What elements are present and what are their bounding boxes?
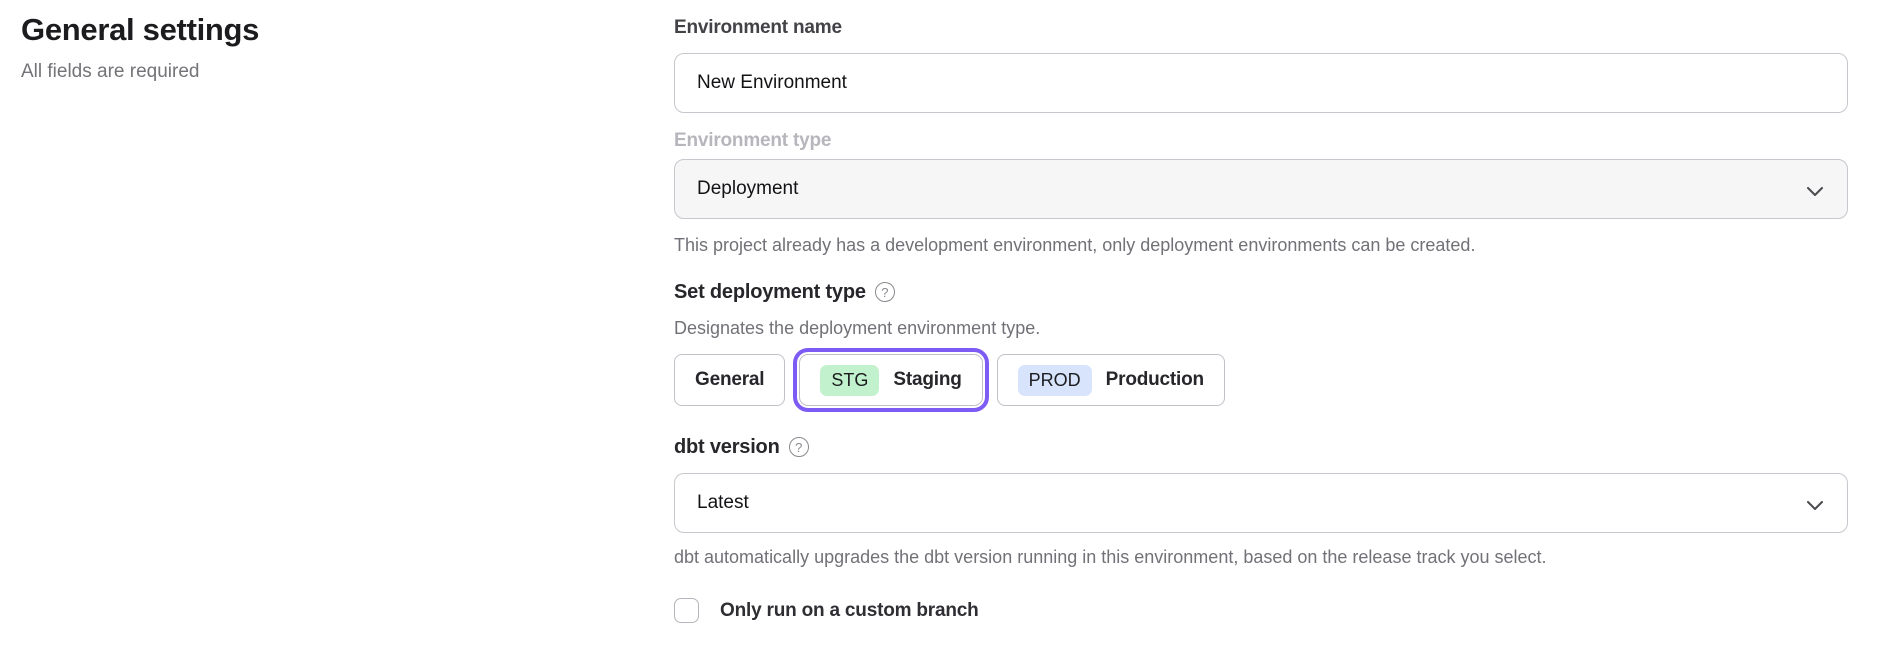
environment-type-value: Deployment xyxy=(697,178,799,199)
custom-branch-label[interactable]: Only run on a custom branch xyxy=(720,599,979,621)
dbt-version-helper: dbt automatically upgrades the dbt versi… xyxy=(674,547,1547,567)
deployment-type-heading-text: Set deployment type xyxy=(674,281,866,303)
environment-type-helper: This project already has a development e… xyxy=(674,235,1476,255)
deployment-type-production-label: Production xyxy=(1105,369,1204,390)
staging-badge: STG xyxy=(820,364,880,396)
deployment-type-staging-label: Staging xyxy=(893,369,962,390)
environment-name-input[interactable] xyxy=(674,53,1848,113)
help-icon[interactable]: ? xyxy=(788,437,809,457)
section-intro: General settings All fields are required xyxy=(0,0,674,623)
deployment-type-staging-button[interactable]: STG Staging xyxy=(793,348,989,412)
environment-name-label: Environment name xyxy=(674,17,842,38)
chevron-down-icon xyxy=(1807,498,1823,516)
dbt-version-heading: dbt version ? xyxy=(674,434,1848,460)
deployment-type-general-button[interactable]: General xyxy=(674,354,786,406)
help-icon[interactable]: ? xyxy=(874,282,895,302)
deployment-type-options: General STG Staging PROD Production xyxy=(674,348,1848,412)
environment-type-label: Environment type xyxy=(674,130,832,151)
page-title: General settings xyxy=(21,12,260,47)
page-subtitle: All fields are required xyxy=(21,61,200,82)
deployment-type-production-button[interactable]: PROD Production xyxy=(996,354,1225,406)
deployment-type-general-label: General xyxy=(695,369,765,390)
deployment-type-helper: Designates the deployment environment ty… xyxy=(674,318,1041,338)
chevron-down-icon xyxy=(1807,184,1823,202)
dbt-version-select[interactable]: Latest xyxy=(674,473,1848,533)
dbt-version-heading-text: dbt version xyxy=(674,436,780,458)
settings-form: Environment name Environment type Deploy… xyxy=(674,0,1888,623)
dbt-version-value: Latest xyxy=(697,492,749,513)
general-settings-page: General settings All fields are required… xyxy=(0,0,1888,623)
production-badge: PROD xyxy=(1017,364,1092,396)
custom-branch-row: Only run on a custom branch xyxy=(674,598,1848,623)
custom-branch-checkbox[interactable] xyxy=(674,598,699,623)
environment-type-select[interactable]: Deployment xyxy=(674,159,1848,219)
deployment-type-heading: Set deployment type ? xyxy=(674,279,1848,305)
